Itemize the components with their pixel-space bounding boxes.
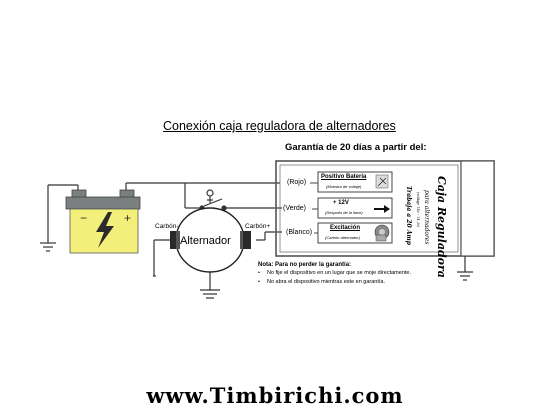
nota-item-bullet: • bbox=[258, 270, 260, 276]
regulator-side-text: Trabaja a 20 Amp bbox=[405, 186, 412, 245]
regulator-main-text: Caja Reguladora bbox=[435, 176, 448, 278]
regulator-box bbox=[275, 160, 495, 281]
alternator-label: Alternador bbox=[180, 235, 231, 247]
alternator-wires bbox=[153, 231, 282, 299]
left-ground-symbol bbox=[40, 185, 56, 252]
alternator-icon bbox=[170, 207, 251, 273]
box-positivo-sub: (Muestra de voltaje) bbox=[326, 184, 362, 189]
nota-item: No fije el dispositivo en un lugar que s… bbox=[267, 270, 411, 276]
connection-boxes bbox=[310, 171, 393, 244]
nota-title: Nota: Para no perder la garantía: bbox=[258, 262, 352, 268]
box-positivo-title: Positivo Batería bbox=[321, 174, 367, 180]
wire-label-green: (Verde) bbox=[283, 205, 306, 212]
box-excitacion-title: Excitación bbox=[330, 225, 361, 231]
svg-text:+: + bbox=[124, 211, 131, 225]
wire-label-white: (Blanco) bbox=[286, 229, 313, 236]
page-title: Conexión caja reguladora de alternadores bbox=[163, 119, 396, 133]
svg-text:−: − bbox=[80, 211, 87, 225]
regulator-sub-text: para alternadores bbox=[423, 190, 430, 245]
guarantee-text: Garantía de 20 días a partir del: bbox=[285, 142, 427, 153]
wire-label-red: (Rojo) bbox=[287, 179, 307, 186]
regulator-small-text: (voltaje 14v - 14.3v) bbox=[416, 192, 420, 228]
ignition-switch-icon bbox=[184, 183, 282, 211]
box-excitacion-sub: (Carbón alternador) bbox=[325, 235, 360, 240]
box-12v-sub: (Después de la llave) bbox=[325, 210, 363, 215]
nota-item-bullet: • bbox=[258, 279, 260, 285]
nota-item: No abra el dispositivo mientras este en … bbox=[267, 279, 386, 285]
carbon-negative-label: Carbón- bbox=[155, 223, 179, 230]
box-icons bbox=[374, 174, 390, 242]
footer-website: www.Timbirichi.com bbox=[146, 383, 404, 408]
carbon-positive-label: Carbón+ bbox=[245, 223, 271, 230]
box-12v-title: + 12V bbox=[333, 200, 349, 206]
battery-icon: − + bbox=[65, 189, 141, 254]
